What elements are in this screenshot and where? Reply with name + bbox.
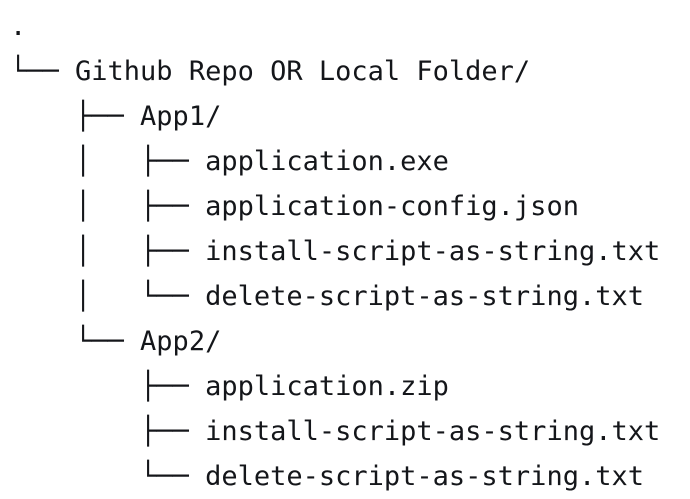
tree-line-app1-delete-script-as-string-txt: │ └── delete-script-as-string.txt xyxy=(10,274,690,319)
tree-connector-branch: ├── xyxy=(10,101,141,132)
tree-line-app1-application-config-json: │ ├── application-config.json xyxy=(10,184,690,229)
tree-node-label: . xyxy=(10,11,27,42)
tree-line-app2: └── App2/ xyxy=(10,319,690,364)
tree-connector-branch: │ ├── xyxy=(10,191,206,222)
tree-line-root-dot: . xyxy=(10,4,690,49)
tree-node-label: App2/ xyxy=(140,326,222,357)
tree-connector-branch: ├── xyxy=(10,371,206,402)
tree-line-app2-delete-script-as-string-txt: └── delete-script-as-string.txt xyxy=(10,454,690,499)
tree-connector-branch: │ ├── xyxy=(10,236,206,267)
tree-line-app1-install-script-as-string-txt: │ ├── install-script-as-string.txt xyxy=(10,229,690,274)
tree-line-app1: ├── App1/ xyxy=(10,94,690,139)
tree-node-label: delete-script-as-string.txt xyxy=(205,461,644,492)
tree-connector-last: └── xyxy=(10,56,76,87)
tree-connector-last: └── xyxy=(10,461,206,492)
tree-node-label: install-script-as-string.txt xyxy=(205,416,661,447)
tree-node-label: application.exe xyxy=(205,146,449,177)
tree-node-label: delete-script-as-string.txt xyxy=(205,281,644,312)
tree-node-label: App1/ xyxy=(140,101,222,132)
tree-node-label: application.zip xyxy=(205,371,449,402)
directory-tree: . └── Github Repo OR Local Folder/ ├── Ap… xyxy=(10,4,690,492)
tree-line-app1-application-exe: │ ├── application.exe xyxy=(10,139,690,184)
tree-node-label: Github Repo OR Local Folder/ xyxy=(75,56,531,87)
tree-node-label: install-script-as-string.txt xyxy=(205,236,661,267)
tree-line-app2-install-script-as-string-txt: ├── install-script-as-string.txt xyxy=(10,409,690,454)
tree-connector-branch: ├── xyxy=(10,416,206,447)
tree-connector-last: └── xyxy=(10,326,141,357)
tree-connector-branch: │ ├── xyxy=(10,146,206,177)
tree-line-app2-application-zip: ├── application.zip xyxy=(10,364,690,409)
tree-line-github-repo-or-local-folder: └── Github Repo OR Local Folder/ xyxy=(10,49,690,94)
tree-node-label: application-config.json xyxy=(205,191,579,222)
tree-connector-last: │ └── xyxy=(10,281,206,312)
